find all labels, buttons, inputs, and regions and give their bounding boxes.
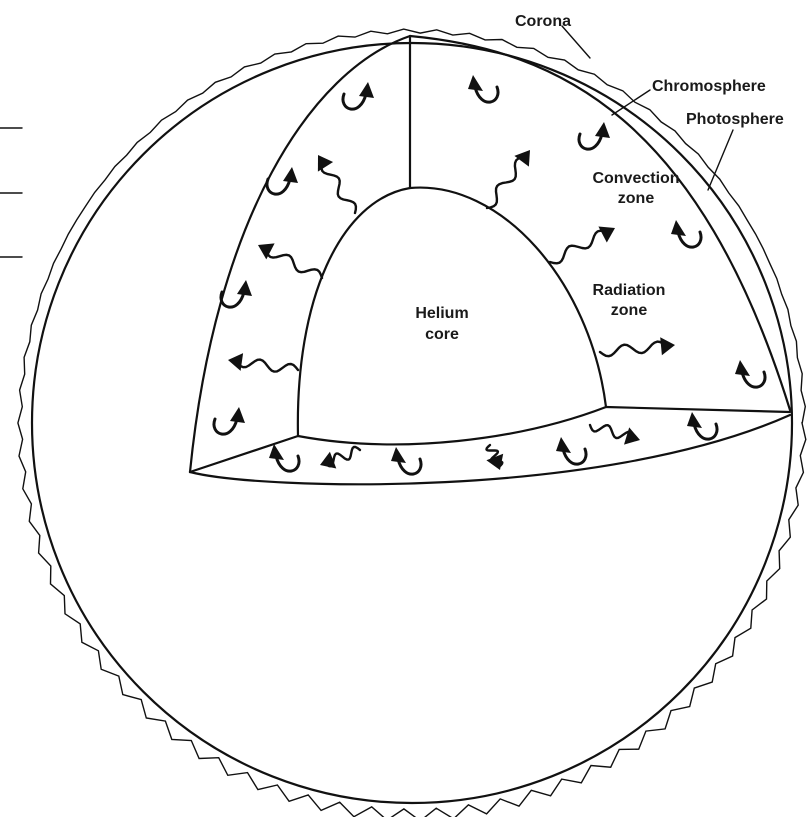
radiation-wave-arrow [318,155,356,213]
radiation-zone-label-line2: zone [611,302,648,319]
floor-right-edge [606,407,790,412]
corona-label: Corona [515,13,571,30]
convection-curl-arrow [735,360,765,387]
radiation-wave-arrow [590,425,640,445]
convection-zone-label-line2: zone [618,190,655,207]
helium-core-label-line2: core [425,326,459,343]
radiation-zone-label-line1: Radiation [593,282,666,299]
radiation-wave-arrow [228,353,298,372]
convection-curl-arrow [687,412,717,439]
margin-lines [0,128,22,257]
radiation-wave-arrow [486,445,503,470]
convection-curl-arrow [391,447,421,474]
chromosphere-label: Chromosphere [652,78,766,95]
labels: Corona Chromosphere Photosphere Convecti… [415,13,784,343]
convection-curl-arrow [671,220,701,247]
radiation-wave-arrow [487,150,530,208]
convection-curl-arrow [214,407,245,434]
convection-curl-arrow [556,437,586,464]
core-base [298,407,606,444]
convection-zone-label-line1: Convection [592,170,679,187]
convection-curl-arrow [579,122,610,149]
photosphere-label: Photosphere [686,111,784,128]
photosphere-sphere [32,43,792,803]
convection-curl-arrow [343,82,374,109]
convection-curl-arrow [468,75,498,102]
radiation-wave-arrow [550,227,615,264]
corona-outline [18,29,806,817]
convection-curls [214,75,765,474]
corona-pointer [562,26,590,58]
convection-curl-arrow [269,444,299,471]
radiation-wave-arrow [320,447,360,469]
cut-left-edge [190,36,410,472]
helium-core-label-line1: Helium [415,305,468,322]
radiation-wave-arrow [258,243,322,278]
radiation-wave-arrow [600,337,675,356]
